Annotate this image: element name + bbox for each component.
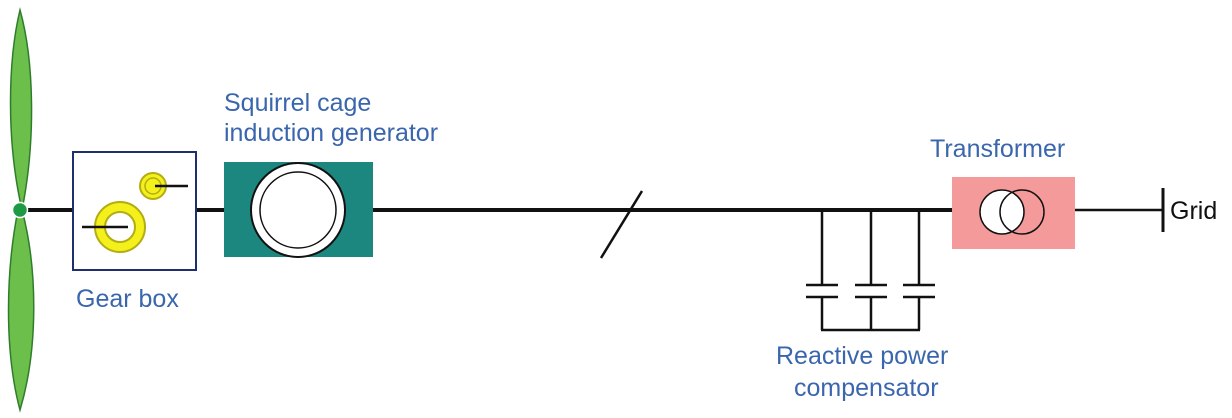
generator-inner-ring — [259, 171, 337, 249]
compensator-label-line2: compensator — [794, 374, 939, 402]
transformer-winding-left — [979, 189, 1025, 235]
rotor-blade-bottom — [7, 209, 35, 413]
capacitor-bank — [806, 210, 935, 332]
generator-label-line2: induction generator — [224, 119, 439, 147]
transformer-label: Transformer — [930, 135, 1066, 163]
gear-icon — [82, 172, 188, 253]
rotor-blade-top — [9, 7, 33, 211]
transformer-winding-right — [999, 189, 1045, 235]
grid-label: Grid — [1170, 197, 1218, 225]
three-phase-slash — [599, 190, 644, 259]
gearbox-label: Gear box — [76, 285, 179, 313]
generator-label-line1: Squirrel cage — [224, 89, 372, 117]
compensator-label-line1: Reactive power — [776, 342, 949, 370]
rotor-hub — [11, 201, 29, 219]
